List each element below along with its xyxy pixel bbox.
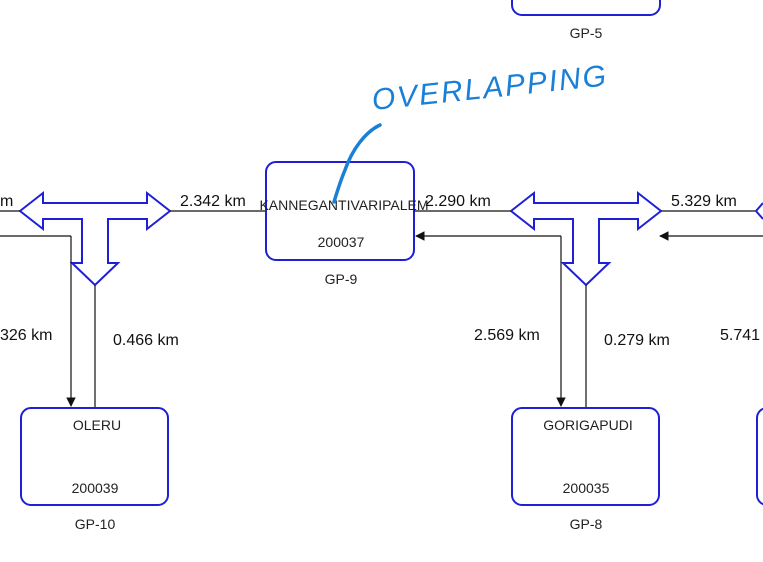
distance-from-gp9: 2.290 km <box>425 193 491 210</box>
distance-right-down: 2.569 km <box>474 327 540 344</box>
distance-right-far: 5.329 km <box>671 193 737 210</box>
gp9-code: 200037 <box>318 234 365 250</box>
left-junction-arrow <box>18 190 172 287</box>
node-gp8[interactable] <box>511 407 660 506</box>
gp9-name: KANNEGANTIVARIPALEM <box>259 197 428 213</box>
node-gp10[interactable] <box>20 407 169 506</box>
distance-right-far-down: 5.741 <box>720 327 760 344</box>
gp8-name: GORIGAPUDI <box>543 417 632 433</box>
distance-right-branch: 0.279 km <box>604 332 670 349</box>
node-far-right-partial[interactable] <box>756 407 763 506</box>
gp5-label: GP-5 <box>570 25 603 41</box>
gp8-code: 200035 <box>563 480 610 496</box>
distance-left-down: 326 km <box>0 327 52 344</box>
distance-to-gp9: 2.342 km <box>180 193 246 210</box>
distance-left-edge: m <box>0 193 13 210</box>
node-gp5[interactable] <box>511 0 661 16</box>
gp10-code: 200039 <box>72 480 119 496</box>
gp10-name: OLERU <box>73 417 121 433</box>
gp9-label: GP-9 <box>325 271 358 287</box>
gp8-label: GP-8 <box>570 516 603 532</box>
distance-left-branch: 0.466 km <box>113 332 179 349</box>
far-right-arrow-partial <box>754 202 763 220</box>
overlapping-annotation: OVERLAPPING <box>370 59 609 117</box>
gp10-label: GP-10 <box>75 516 116 532</box>
annotation-pointer-stroke <box>332 123 382 204</box>
right-junction-arrow <box>509 190 663 287</box>
